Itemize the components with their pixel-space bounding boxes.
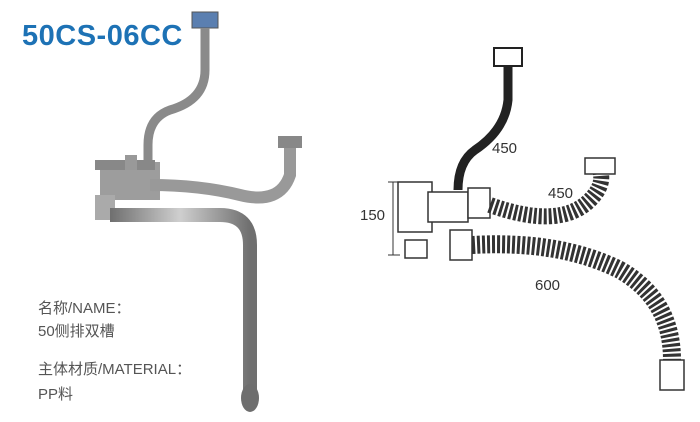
dimension-overflow-hose: 450 [492,140,518,157]
product-photo [95,11,302,412]
material-value: PP料 [38,386,74,403]
dimension-height: 150 [360,207,386,224]
dimension-side-hose: 450 [548,185,574,202]
product-model-title: 50CS-06CC [22,20,183,52]
material-label: 主体材质/MATERIAL： [38,361,192,378]
dimension-main-hose: 600 [535,277,561,294]
dimension-diagram [388,47,685,391]
name-label: 名称/NAME： [38,300,131,317]
name-value: 50侧排双槽 [38,323,115,340]
